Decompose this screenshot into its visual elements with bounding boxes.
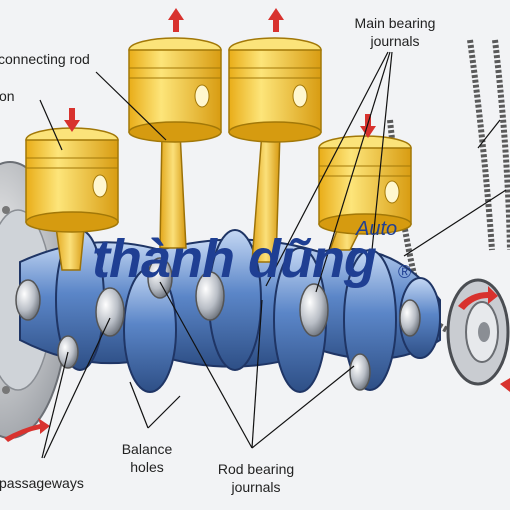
label-balance-line1: Balance (121, 441, 173, 457)
label-main-bearing-line2: journals (370, 33, 420, 49)
timing-chain (387, 39, 510, 335)
arrow-down-icon (360, 114, 376, 138)
label-piston: on (0, 88, 15, 104)
rotation-arrow-icon (458, 286, 498, 310)
label-oil-passageways: passageways (0, 475, 84, 491)
arrow-up-icon (168, 8, 184, 32)
label-rod-bearing-line1: Rod bearing (217, 461, 295, 477)
label-balance-holes: Balance holes (108, 440, 186, 476)
leader-lines (39, 51, 507, 459)
label-main-bearing-journals: Main bearing journals (350, 14, 440, 50)
motion-arrows (4, 8, 510, 442)
label-rod-bearing-journals: Rod bearing journals (206, 460, 306, 496)
watermark-registered: ® (398, 262, 412, 282)
rotation-arrow-icon (4, 418, 50, 442)
watermark-logo: thành dũng (92, 229, 377, 289)
piston-2 (128, 37, 222, 143)
piston-1 (25, 127, 119, 233)
rotation-arrow-icon (500, 378, 510, 392)
arrow-down-icon (64, 108, 80, 132)
watermark-auto: Auto (356, 218, 398, 240)
label-rod-bearing-line2: journals (231, 479, 281, 495)
label-connecting-rod: connecting rod (0, 51, 90, 67)
piston-4 (318, 135, 412, 235)
arrow-up-icon (268, 8, 284, 32)
piston-3 (228, 37, 322, 143)
label-main-bearing-line1: Main bearing (354, 15, 436, 31)
label-balance-line2: holes (130, 459, 164, 475)
bearing-journals (15, 257, 421, 391)
